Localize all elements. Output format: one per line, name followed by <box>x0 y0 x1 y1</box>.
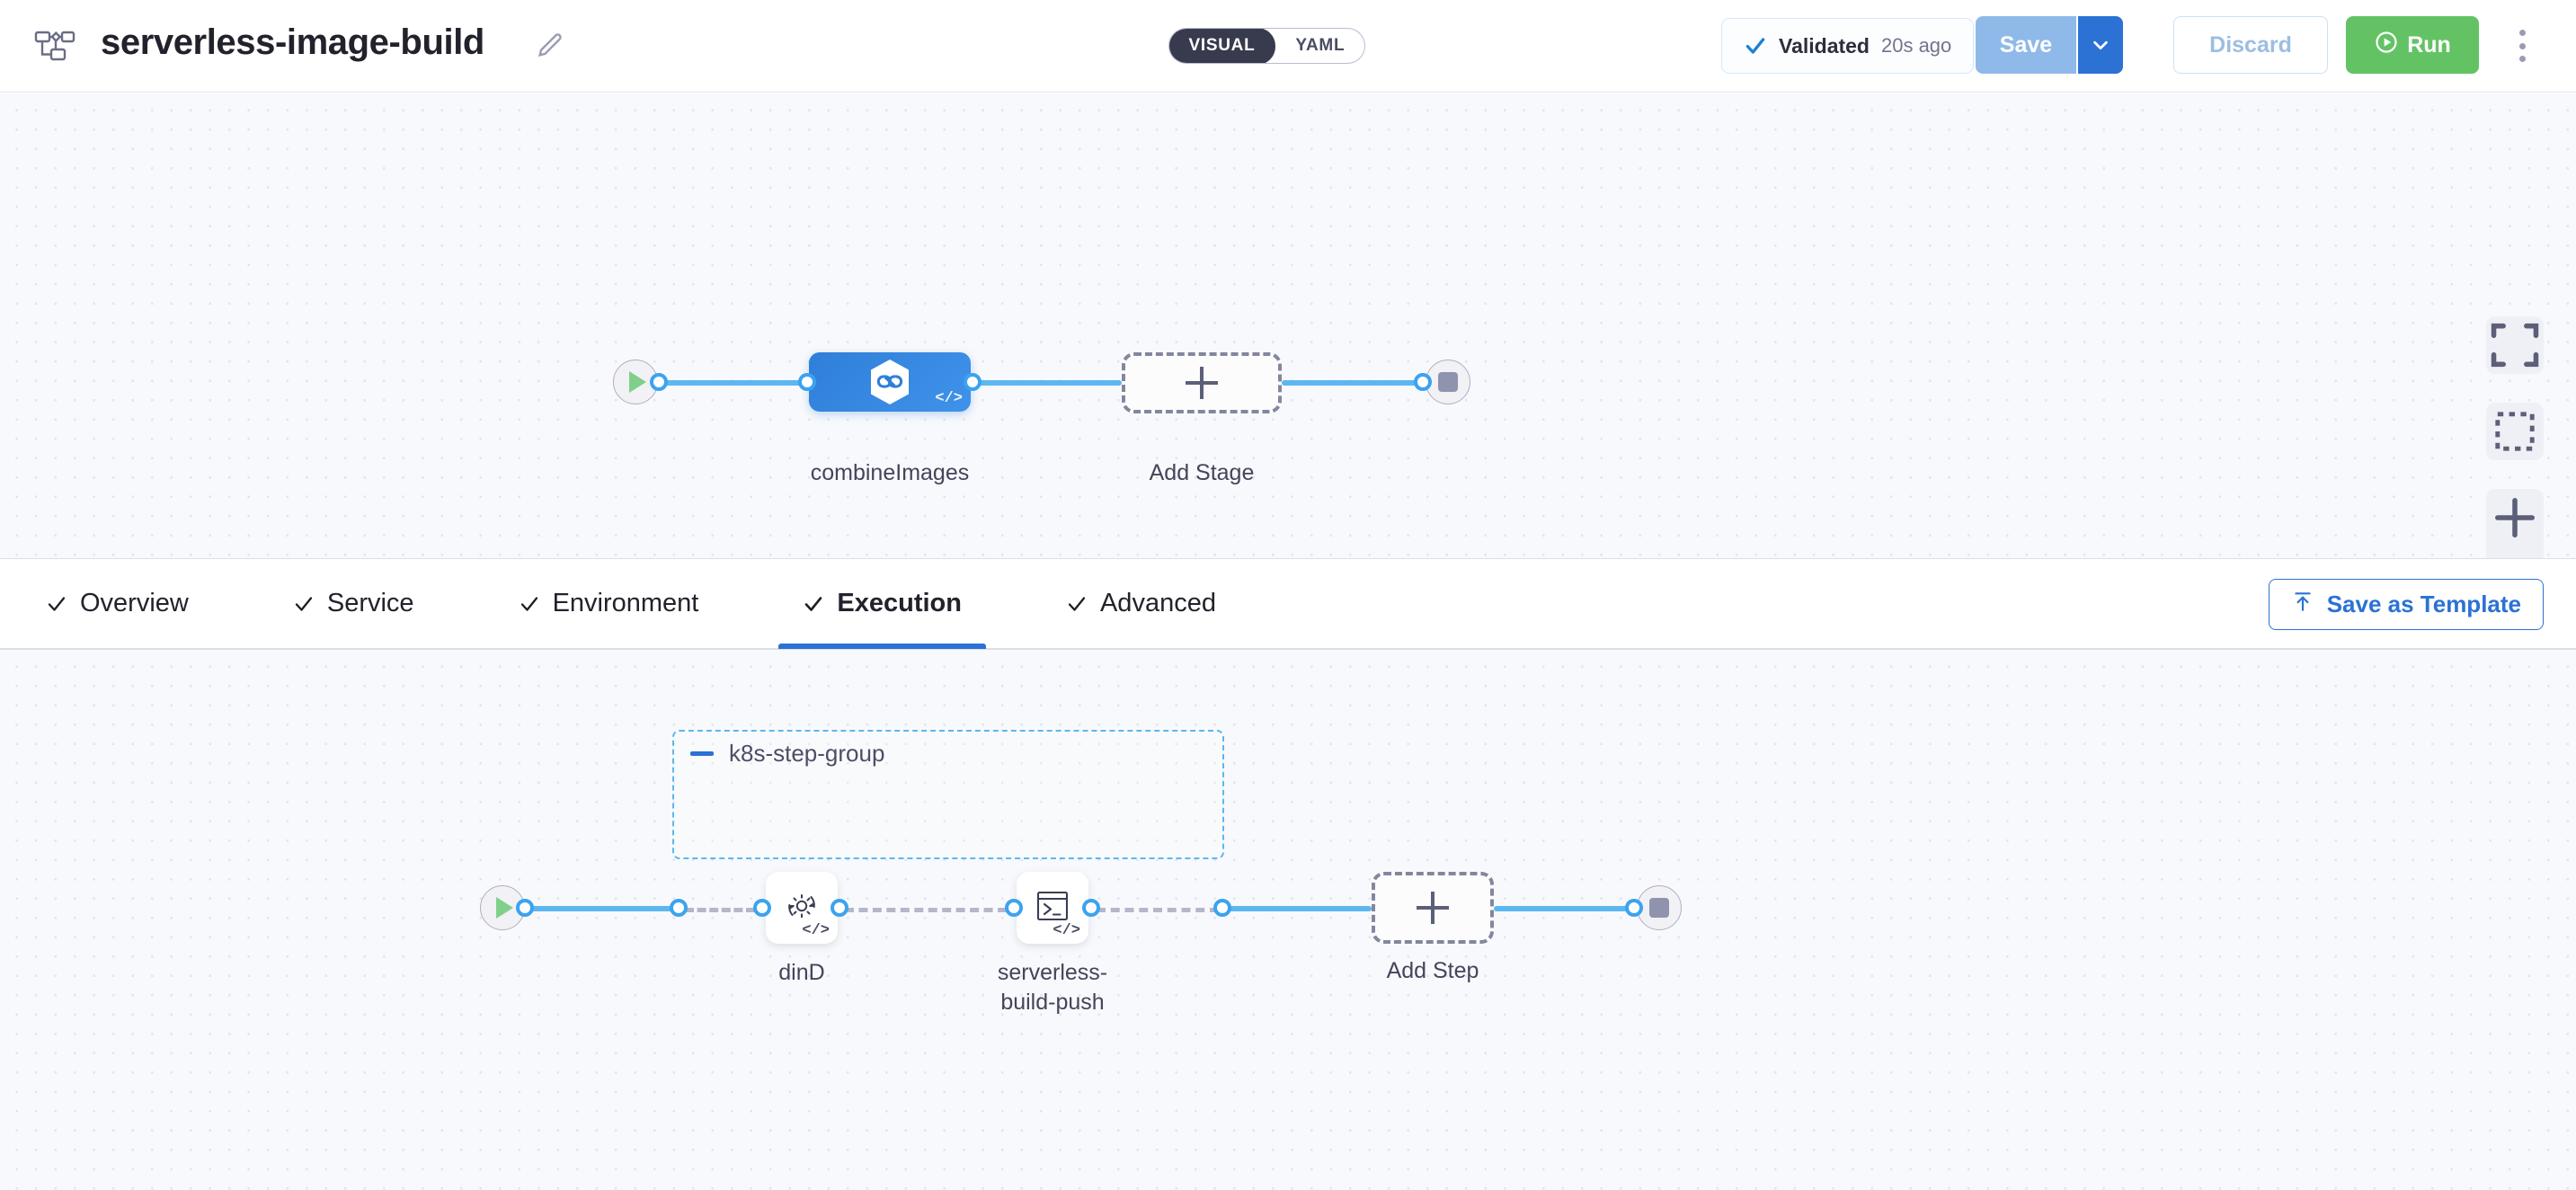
code-badge: </> <box>935 390 963 407</box>
tab-execution[interactable]: Execution <box>778 558 986 649</box>
step-group-header[interactable]: k8s-step-group <box>690 740 884 768</box>
port-step-end-in[interactable] <box>1625 899 1643 917</box>
edge-addstep-to-end <box>1494 906 1638 911</box>
zoom-in-icon[interactable] <box>2486 489 2544 546</box>
port-serverless-in[interactable] <box>1005 899 1023 917</box>
tab-label: Service <box>326 589 414 617</box>
step-group-title: k8s-step-group <box>729 740 885 767</box>
step-node-serverless-build-push[interactable]: </> <box>1017 872 1088 944</box>
add-stage-button[interactable] <box>1122 352 1282 413</box>
port-group-in[interactable] <box>670 899 688 917</box>
view-mode-visual[interactable]: VISUAL <box>1169 29 1276 63</box>
tab-label: Advanced <box>1099 589 1216 617</box>
app-header: serverless-image-build VISUAL YAML Valid… <box>0 0 2576 93</box>
selection-box-icon[interactable] <box>2486 403 2544 460</box>
run-label: Run <box>2407 31 2451 58</box>
play-icon <box>629 371 646 393</box>
port-dind-out[interactable] <box>831 899 848 917</box>
tab-advanced[interactable]: Advanced <box>1063 558 1219 649</box>
port-end-in[interactable] <box>1414 373 1432 391</box>
step-label-dind: dinD <box>778 960 825 985</box>
validated-timestamp: 20s ago <box>1880 34 1952 57</box>
stop-icon <box>1649 898 1669 918</box>
run-button[interactable]: Run <box>2346 16 2479 74</box>
port-start-out[interactable] <box>650 373 668 391</box>
edge-serverless-to-groupout <box>1097 908 1219 912</box>
stage-node-combineimages[interactable]: </> <box>809 352 971 412</box>
port-group-out[interactable] <box>1213 899 1231 917</box>
stage-tabs-bar: Overview Service Environment Execution A… <box>0 559 2576 650</box>
harness-hex-icon <box>866 358 913 406</box>
chevron-down-icon[interactable] <box>2076 16 2123 74</box>
check-icon <box>803 593 824 615</box>
edge-start-to-group <box>529 906 682 911</box>
validated-label: Validated <box>1779 33 1870 58</box>
canvas-controls[interactable] <box>2486 316 2544 558</box>
add-step-label: Add Step <box>1386 958 1479 983</box>
template-upload-icon <box>2291 590 2314 619</box>
check-icon <box>1066 593 1088 615</box>
tab-label: Environment <box>552 589 699 617</box>
play-icon <box>496 897 513 919</box>
add-step-button[interactable] <box>1372 872 1494 944</box>
tab-service[interactable]: Service <box>290 558 417 649</box>
status-badge: Validated 20s ago <box>1721 18 1975 74</box>
edge-groupin-to-dind <box>685 908 755 912</box>
tab-environment[interactable]: Environment <box>516 558 702 649</box>
pipeline-end-node[interactable] <box>1426 360 1470 404</box>
port-step-start-out[interactable] <box>516 899 534 917</box>
edge-dind-to-serverless <box>845 908 1007 912</box>
edge-start-to-stage <box>663 380 809 386</box>
gear-rotate-icon <box>781 885 822 931</box>
tab-label: Execution <box>837 589 962 617</box>
kebab-menu-icon[interactable] <box>2504 27 2540 65</box>
save-split-button[interactable]: Save <box>1976 16 2123 74</box>
play-circle-icon <box>2374 30 2399 61</box>
page-title: serverless-image-build <box>101 22 484 62</box>
check-icon <box>1744 34 1767 58</box>
minus-icon[interactable] <box>690 751 714 756</box>
add-stage-label: Add Stage <box>1149 460 1255 485</box>
pipeline-nodes-icon <box>34 30 76 64</box>
zoom-controls[interactable] <box>2486 489 2544 558</box>
zoom-out-icon[interactable] <box>2486 546 2544 558</box>
step-label-serverless-build-push: serverless-build-push <box>997 960 1108 1015</box>
view-mode-yaml[interactable]: YAML <box>1295 36 1346 55</box>
stage-label: combineImages <box>810 460 970 485</box>
k8s-step-group-box[interactable] <box>672 730 1224 859</box>
pencil-icon[interactable] <box>535 30 565 60</box>
check-icon <box>46 593 67 615</box>
view-mode-toggle[interactable]: VISUAL YAML <box>1168 28 1366 64</box>
port-stage-in[interactable] <box>798 373 816 391</box>
edge-stage-to-addstage <box>976 380 1122 386</box>
step-node-dind[interactable]: </> <box>766 872 838 944</box>
discard-button[interactable]: Discard <box>2173 16 2328 74</box>
edge-group-to-addstep <box>1226 906 1372 911</box>
save-button[interactable]: Save <box>1976 16 2076 74</box>
code-badge: </> <box>802 922 830 939</box>
step-graph-canvas[interactable]: Execution Rollback <box>0 650 2576 1190</box>
step-end-node[interactable] <box>1637 885 1682 930</box>
check-icon <box>293 593 315 615</box>
save-as-template-button[interactable]: Save as Template <box>2268 579 2544 630</box>
edge-addstage-to-end <box>1282 380 1426 386</box>
code-badge: </> <box>1053 922 1080 939</box>
stage-graph-canvas[interactable]: </> combineImages Add Stage <box>0 93 2576 559</box>
tab-label: Overview <box>80 589 189 617</box>
save-as-template-label: Save as Template <box>2326 591 2521 617</box>
stop-icon <box>1438 372 1458 392</box>
port-serverless-out[interactable] <box>1082 899 1100 917</box>
port-dind-in[interactable] <box>753 899 771 917</box>
check-icon <box>519 593 540 615</box>
port-stage-out[interactable] <box>964 373 982 391</box>
terminal-icon <box>1032 885 1073 931</box>
tab-overview[interactable]: Overview <box>43 558 191 649</box>
fit-to-screen-icon[interactable] <box>2486 316 2544 374</box>
